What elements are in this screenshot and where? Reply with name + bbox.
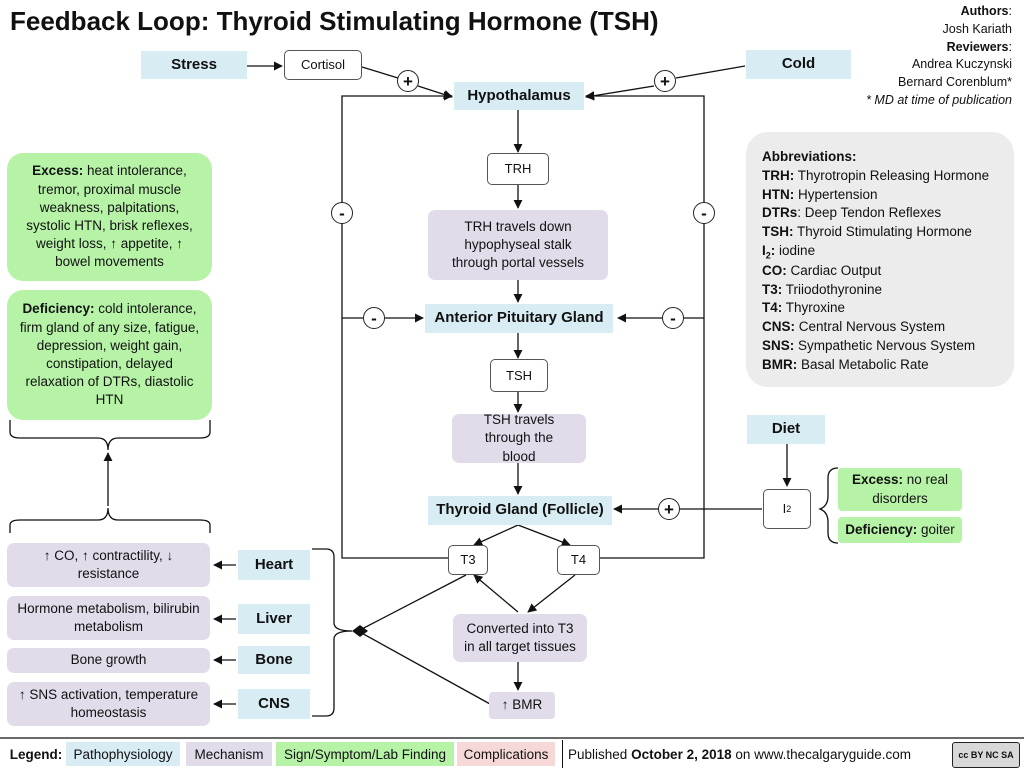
abbreviation-item: DTRs: Deep Tendon Reflexes [762, 205, 942, 221]
tsh-travel-node: TSH travels through the blood [452, 412, 586, 464]
cortisol-node: Cortisol [284, 50, 362, 80]
bone-node: Bone [238, 646, 310, 674]
bmr-node: ↑ BMR [489, 692, 555, 719]
thyroid-node: Thyroid Gland (Follicle) [428, 496, 612, 525]
abbreviation-item: CO: Cardiac Output [762, 262, 882, 278]
liver-effect: Hormone metabolism, bilirubin metabolism [7, 596, 210, 640]
connector-lines [0, 61, 1024, 739]
abbreviation-item: TSH: Thyroid Stimulating Hormone [762, 224, 972, 239]
conversion-node: Converted into T3 in all target tissues [453, 614, 587, 662]
reviewer-name: Bernard Corenblum* [898, 75, 1012, 89]
diet-node: Diet [747, 415, 825, 444]
legend-bar: Legend: Pathophysiology Mechanism Sign/S… [0, 740, 1024, 768]
reviewer-name: Andrea Kuczynski [911, 57, 1012, 72]
iodine-deficiency: Deficiency: goiter [838, 517, 962, 543]
bone-effect: Bone growth [7, 648, 210, 673]
inhibit-sign: - [693, 202, 715, 224]
t4-node: T4 [557, 545, 600, 575]
cns-effect: ↑ SNS activation, temperature homeostasi… [7, 682, 210, 726]
abbreviation-item: SNS: Sympathetic Nervous System [762, 337, 976, 353]
stimulate-sign: + [658, 498, 680, 520]
inhibit-sign: - [662, 307, 684, 329]
hypothalamus-node: Hypothalamus [454, 82, 584, 110]
deficiency-label: Deficiency: [22, 301, 95, 317]
cold-node: Cold [746, 50, 851, 79]
published-date: October 2, 2018 [631, 746, 732, 762]
heart-effect: ↑ CO, ↑ contractility, ↓ resistance [7, 543, 210, 587]
abbreviation-item: HTN: Hypertension [762, 186, 878, 202]
heart-node: Heart [238, 550, 310, 580]
iodine-excess: Excess: no real disorders [838, 468, 962, 511]
liver-node: Liver [238, 604, 310, 634]
deficiency-text: cold intolerance, firm gland of any size… [19, 301, 200, 408]
t3-node: T3 [448, 545, 488, 575]
published-info: Published October 2, 2018 on www.thecalg… [568, 746, 911, 762]
legend-mechanism: Mechanism [186, 742, 272, 766]
abbreviation-item: T3: Triiodothyronine [762, 281, 883, 297]
stimulate-sign: + [654, 70, 676, 92]
excess-text: heat intolerance, tremor, proximal muscl… [26, 163, 193, 270]
anterior-pituitary-node: Anterior Pituitary Gland [425, 304, 613, 333]
legend-sign-symptom: Sign/Symptom/Lab Finding [276, 742, 454, 766]
abbreviations-heading: Abbreviations: [762, 149, 857, 164]
footnote: * MD at time of publication [866, 92, 1012, 107]
tsh-node: TSH [490, 359, 548, 392]
legend-divider [562, 740, 563, 768]
inhibit-sign: - [331, 202, 353, 224]
abbreviation-item: T4: Thyroxine [762, 300, 846, 316]
abbreviation-item: TRH: Thyrotropin Releasing Hormone [762, 167, 990, 183]
legend-label: Legend: [9, 746, 63, 762]
abbreviations-panel: Abbreviations: TRH: Thyrotropin Releasin… [746, 132, 1014, 387]
abbreviation-item: BMR: Basal Metabolic Rate [762, 356, 929, 372]
excess-symptoms: Excess: heat intolerance, tremor, proxim… [7, 153, 212, 281]
authors-label: Authors [960, 4, 1009, 18]
page-title: Feedback Loop: Thyroid Stimulating Hormo… [10, 6, 659, 36]
trh-node: TRH [487, 153, 549, 185]
published-site: on www.thecalgaryguide.com [735, 746, 911, 762]
abbreviation-item: CNS: Central Nervous System [762, 319, 946, 335]
legend-complications: Complications [457, 742, 555, 766]
excess-label: Excess: [32, 163, 84, 179]
abbreviation-item: I2: iodine [762, 242, 816, 261]
stimulate-sign: + [397, 70, 419, 92]
inhibit-sign: - [363, 307, 385, 329]
legend-pathophysiology: Pathophysiology [66, 742, 180, 766]
reviewers-label: Reviewers [946, 39, 1009, 54]
author-name: Josh Kariath [942, 21, 1012, 36]
authors-block: Authors: Josh Kariath Reviewers: Andrea … [866, 3, 1012, 110]
trh-travel-node: TRH travels down hypophyseal stalk throu… [428, 210, 608, 280]
stress-node: Stress [141, 51, 247, 79]
deficiency-symptoms: Deficiency: cold intolerance, firm gland… [7, 290, 212, 420]
cns-node: CNS [238, 689, 310, 719]
license-badge: cc BY NC SA [952, 742, 1020, 768]
